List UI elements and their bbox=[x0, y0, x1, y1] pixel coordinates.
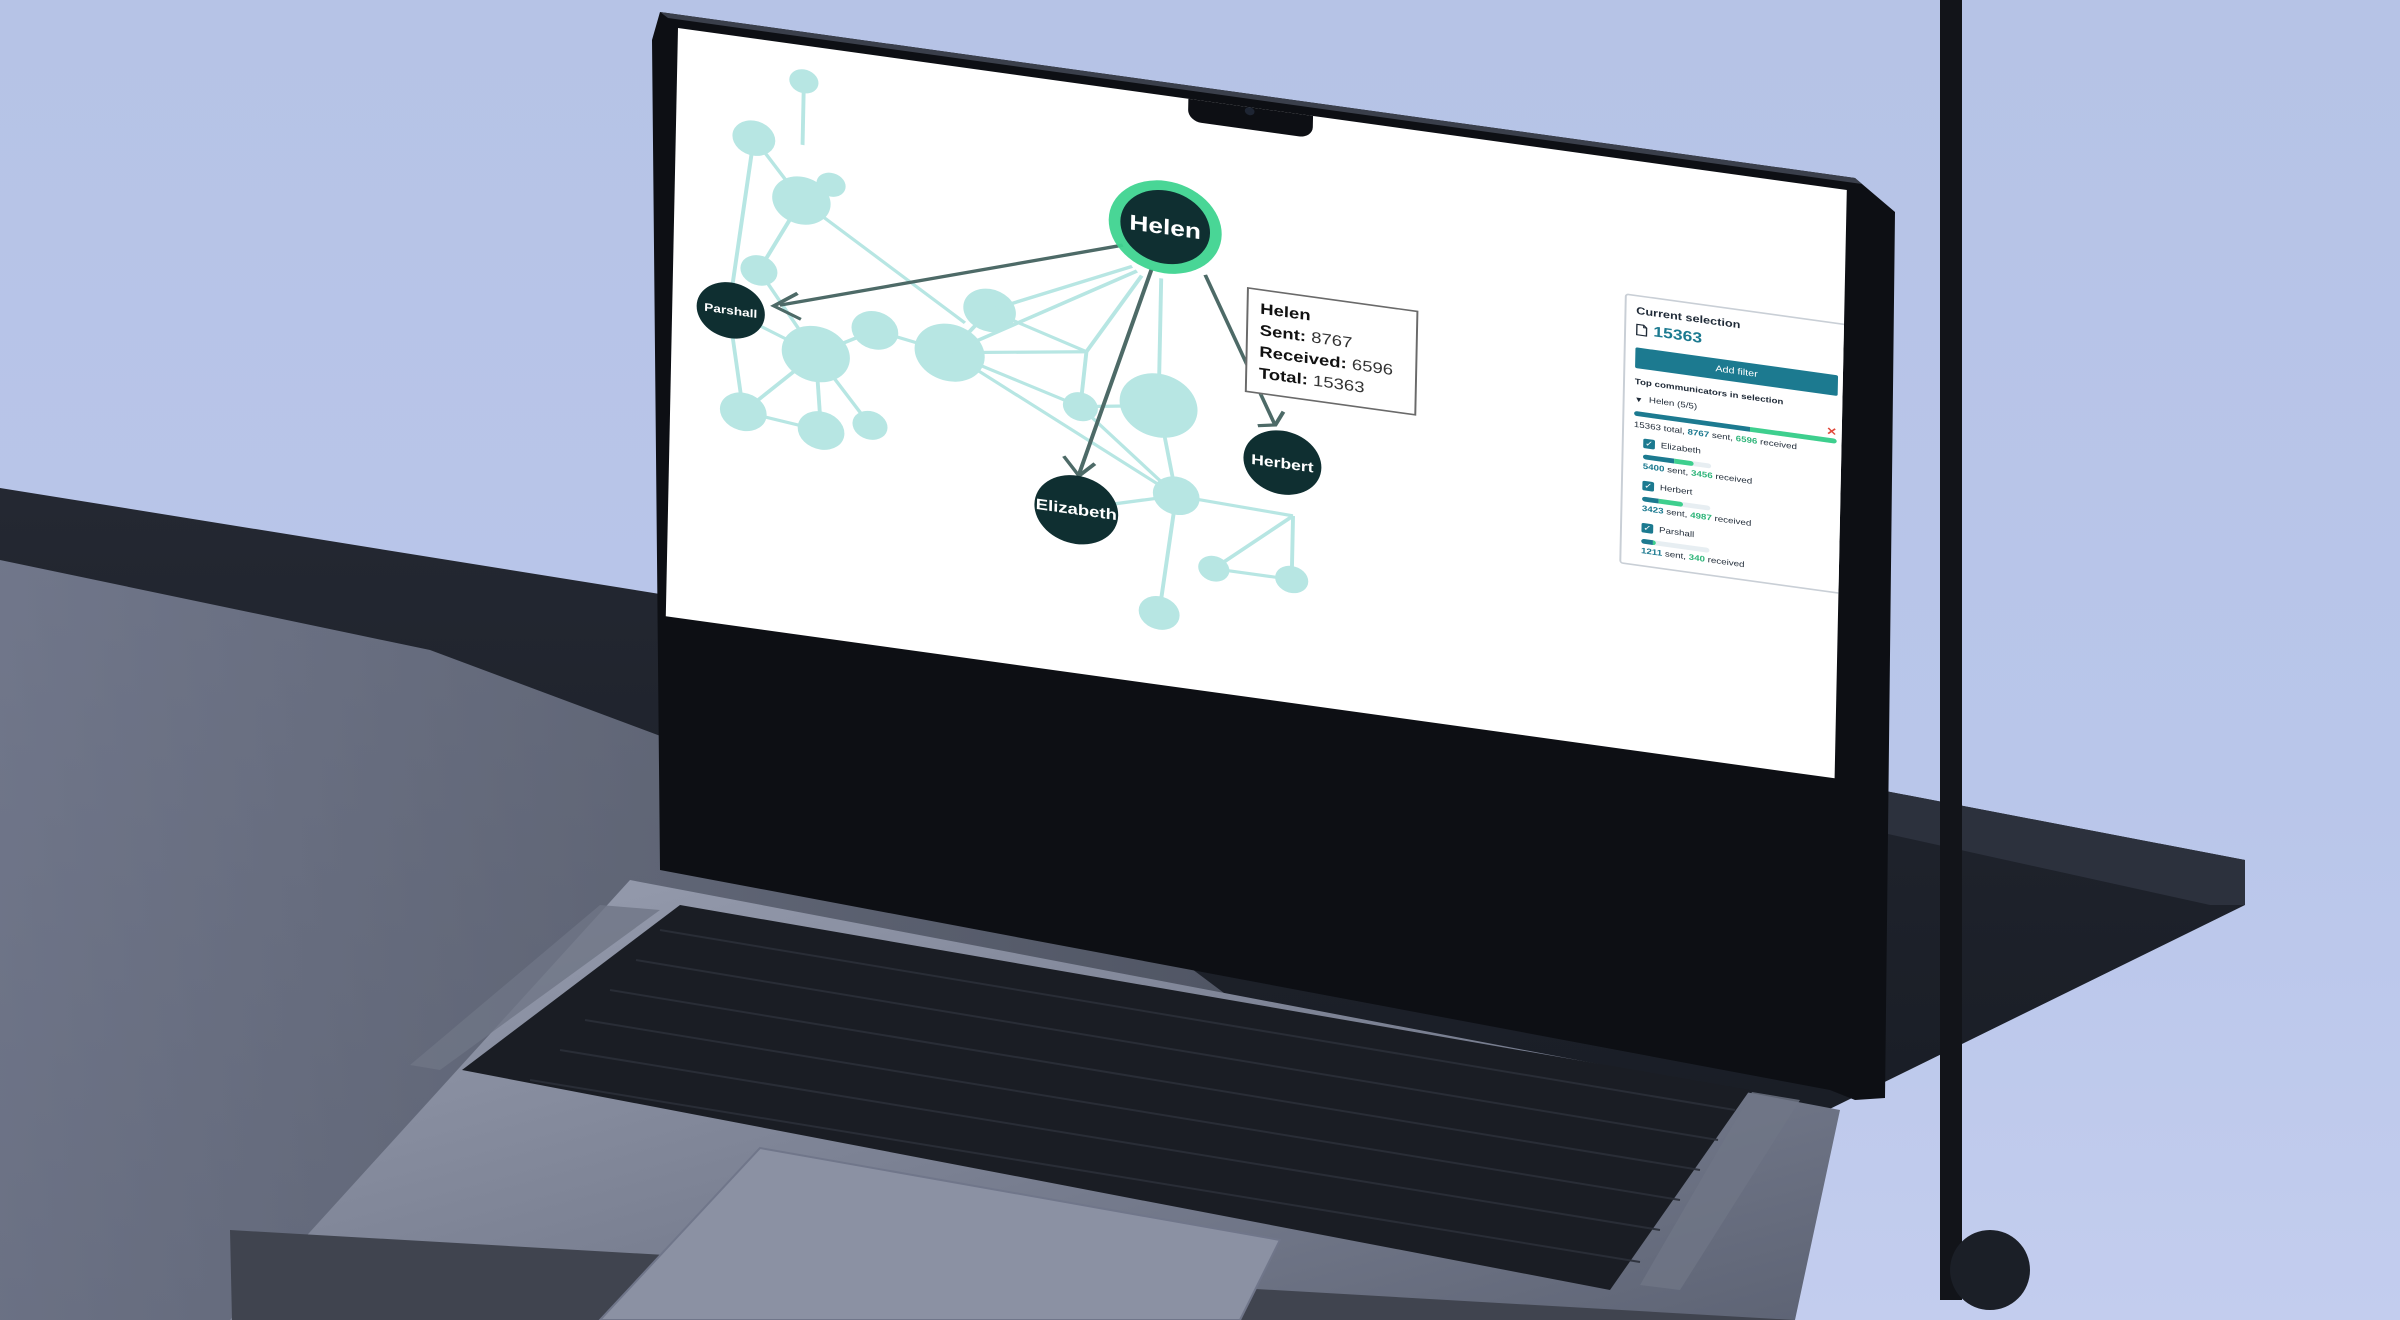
document-icon bbox=[1636, 323, 1648, 337]
selection-count-value: 15363 bbox=[1653, 323, 1703, 347]
triangle-down-icon: ▼ bbox=[1634, 394, 1644, 404]
trackpad bbox=[598, 1146, 1282, 1320]
root-received: 6596 bbox=[1735, 434, 1758, 447]
communicator-received-bar bbox=[1673, 458, 1694, 467]
tooltip-total-label: Total: bbox=[1258, 365, 1309, 389]
tooltip-total-value: 15363 bbox=[1312, 372, 1365, 397]
node-herbert[interactable]: Herbert bbox=[1243, 425, 1322, 499]
selection-panel: Current selection 15363 Add filter Top c… bbox=[1619, 293, 1847, 595]
communicator-received-suffix: received bbox=[1715, 472, 1753, 487]
root-communicator-label: Helen (5/5) bbox=[1648, 396, 1698, 412]
communicator-sent-bar bbox=[1641, 538, 1653, 546]
screen: Helen Parshall Elizabeth Herbert Helen S… bbox=[665, 28, 1847, 779]
communicator-list: ✓ Elizabeth 5400 sent, 3456 received bbox=[1631, 437, 1836, 582]
communicator-sent-suffix: sent, bbox=[1666, 507, 1688, 520]
root-total-suffix: total, bbox=[1663, 424, 1685, 437]
communicator-sent-suffix: sent, bbox=[1667, 465, 1689, 478]
communicator-received: 4987 bbox=[1690, 511, 1712, 523]
network-graph[interactable]: Helen Parshall Elizabeth Herbert bbox=[666, 28, 1847, 778]
root-sent-suffix: sent, bbox=[1711, 431, 1734, 443]
checkbox-icon[interactable]: ✓ bbox=[1643, 438, 1656, 450]
communicator-sent-bar bbox=[1642, 496, 1659, 504]
node-helen[interactable]: Helen bbox=[1108, 173, 1223, 281]
checkbox-icon[interactable]: ✓ bbox=[1642, 480, 1655, 492]
communicator-sent: 1211 bbox=[1640, 546, 1663, 559]
root-total: 15363 bbox=[1633, 420, 1662, 433]
lamp-pole bbox=[1940, 0, 1962, 1300]
root-received-suffix: received bbox=[1760, 437, 1798, 452]
communicator-sent: 5400 bbox=[1642, 462, 1665, 475]
root-sent: 8767 bbox=[1687, 427, 1710, 440]
communicator-sent-suffix: sent, bbox=[1664, 549, 1687, 562]
communicator-name: Herbert bbox=[1659, 483, 1693, 497]
selection-count: 15363 bbox=[1636, 321, 1839, 366]
node-elizabeth[interactable]: Elizabeth bbox=[1034, 470, 1119, 550]
keyboard bbox=[462, 905, 1750, 1290]
communicator-name: Parshall bbox=[1658, 525, 1695, 540]
node-parshall[interactable]: Parshall bbox=[696, 278, 765, 343]
communicator-received-suffix: received bbox=[1714, 514, 1752, 529]
communicator-received: 3456 bbox=[1690, 468, 1713, 481]
communicator-received-suffix: received bbox=[1707, 555, 1745, 570]
communicator-received-bar bbox=[1658, 498, 1684, 507]
graph-edges-selection bbox=[770, 243, 1286, 479]
communicator-sent: 3423 bbox=[1641, 504, 1664, 517]
communicator-name: Elizabeth bbox=[1660, 441, 1701, 456]
checkbox-icon[interactable]: ✓ bbox=[1641, 522, 1654, 534]
communicator-received: 340 bbox=[1688, 553, 1706, 565]
